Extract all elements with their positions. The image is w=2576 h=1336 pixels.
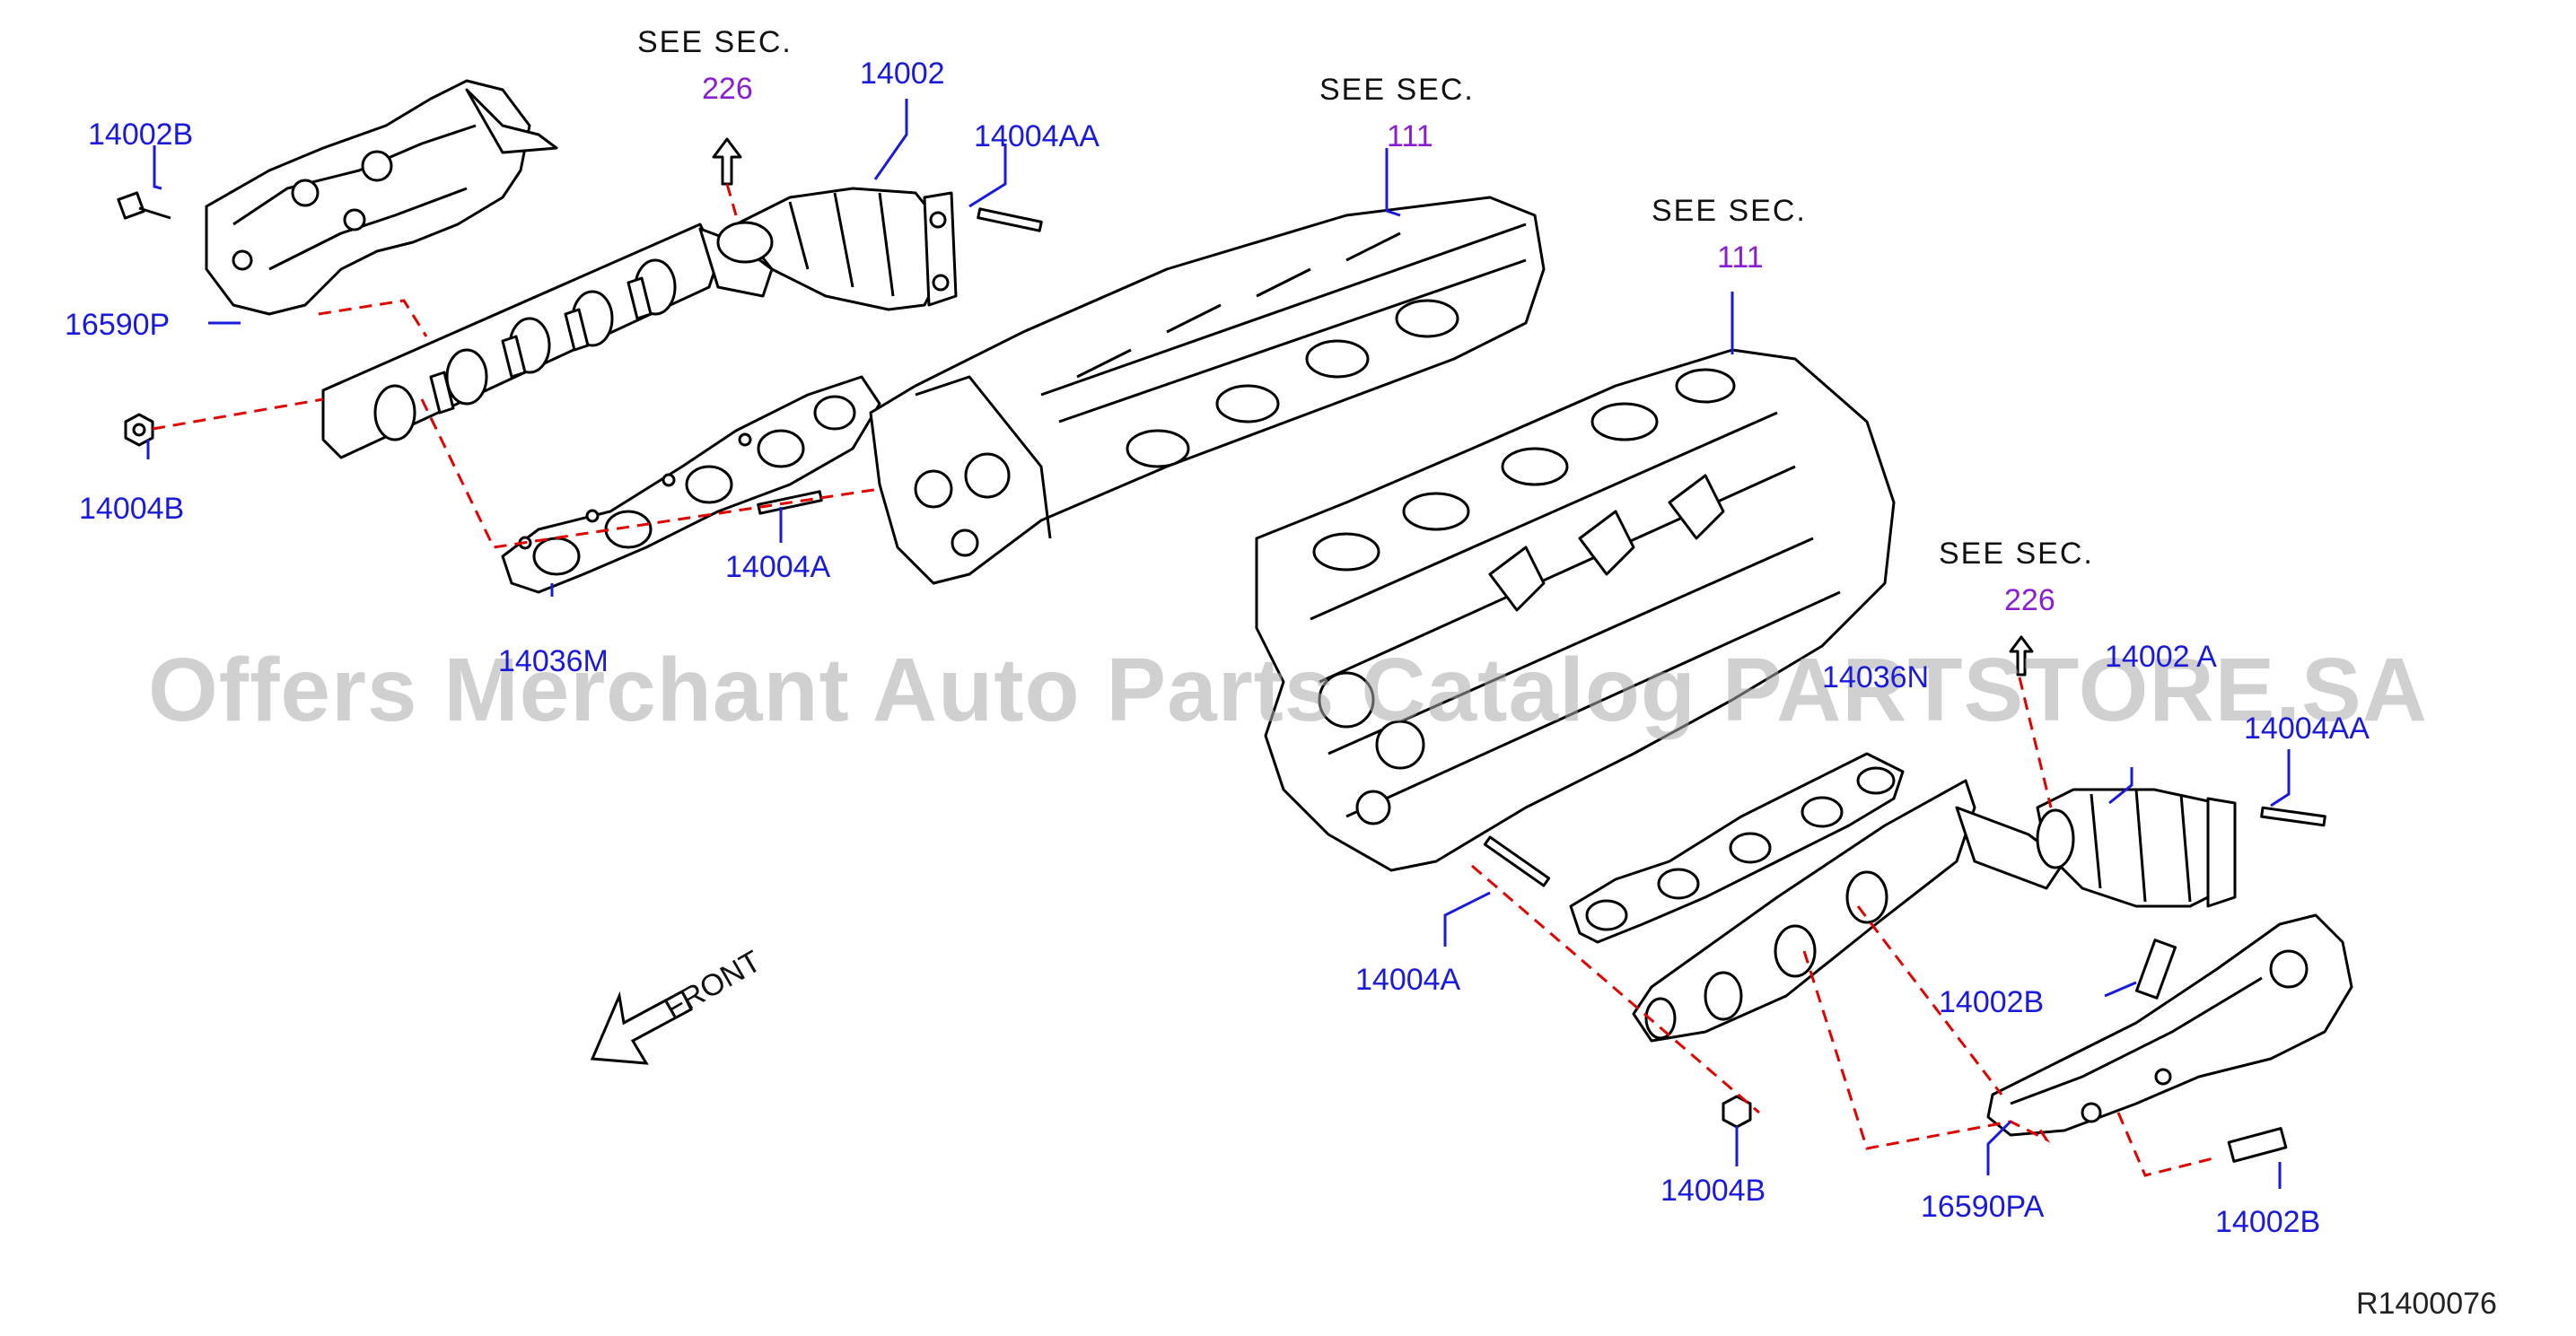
up-arrows — [712, 137, 2034, 677]
gasket-right — [1569, 752, 1905, 944]
exhaust-manifold-right — [1632, 779, 2066, 1043]
front-arrow-icon — [590, 989, 693, 1065]
diagram-reference-code: R1400076 — [2356, 1287, 2497, 1321]
part-callout[interactable]: 14004AA — [974, 119, 1100, 153]
see-sec-number[interactable]: 111 — [1387, 119, 1433, 153]
see-sec-number[interactable]: 111 — [1717, 240, 1764, 275]
gasket-left — [501, 375, 881, 594]
exhaust-manifold-left — [321, 223, 774, 459]
part-callout[interactable]: 14002B — [2215, 1205, 2321, 1239]
part-callout[interactable]: 14036N — [1822, 660, 1930, 694]
watermark: Offers Merchant Auto Parts Catalog PARTS… — [148, 640, 2428, 740]
heat-shield-left — [205, 79, 558, 316]
catalytic-converter-right — [2036, 788, 2237, 908]
cylinder-head-left — [869, 196, 1546, 585]
see-sec-label: SEE SEC. — [1939, 537, 2094, 571]
part-callout[interactable]: 14036M — [498, 644, 609, 678]
see-sec-label: SEE SEC. — [1319, 73, 1475, 107]
part-callout[interactable]: 14002 A — [2105, 640, 2217, 674]
part-callout[interactable]: 14002 — [860, 57, 945, 91]
part-callout[interactable]: 16590PA — [1921, 1190, 2045, 1224]
fasteners — [117, 191, 2326, 1163]
part-callout[interactable]: 14002B — [88, 118, 194, 152]
catalytic-converter-left — [716, 187, 958, 311]
part-callout[interactable]: 14004AA — [2244, 712, 2370, 746]
see-sec-label: SEE SEC. — [1652, 194, 1807, 228]
cylinder-head-right — [1255, 348, 1896, 872]
part-callout[interactable]: 14004B — [79, 492, 185, 526]
see-sec-number[interactable]: 226 — [702, 72, 753, 106]
heat-shield-right — [1986, 913, 2353, 1137]
part-callout[interactable]: 14004A — [1355, 963, 1461, 997]
callout-leaders — [146, 99, 2291, 1189]
see-sec-number[interactable]: 226 — [2004, 583, 2055, 617]
part-callout[interactable]: 14004B — [1660, 1174, 1766, 1208]
see-sec-label: SEE SEC. — [637, 25, 793, 59]
part-callout[interactable]: 14002B — [1939, 985, 2045, 1019]
part-callout[interactable]: 16590P — [65, 308, 171, 342]
part-callout[interactable]: 14004A — [725, 550, 831, 584]
